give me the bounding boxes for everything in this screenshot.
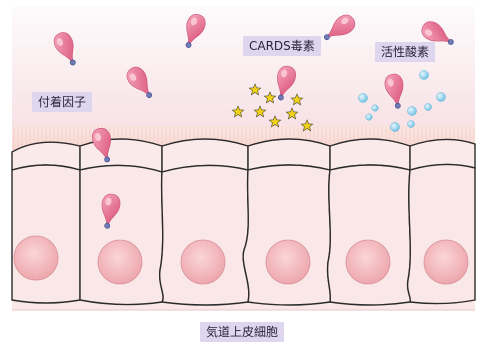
label-adhesion-factor: 付着因子 — [32, 92, 92, 112]
label-airway-epithelium: 気道上皮細胞 — [200, 322, 284, 342]
cell-bodies — [12, 164, 475, 305]
label-cards-toxin: CARDS毒素 — [243, 36, 321, 56]
lumen-background — [12, 6, 475, 140]
label-reactive-oxygen: 活性酸素 — [375, 42, 435, 62]
